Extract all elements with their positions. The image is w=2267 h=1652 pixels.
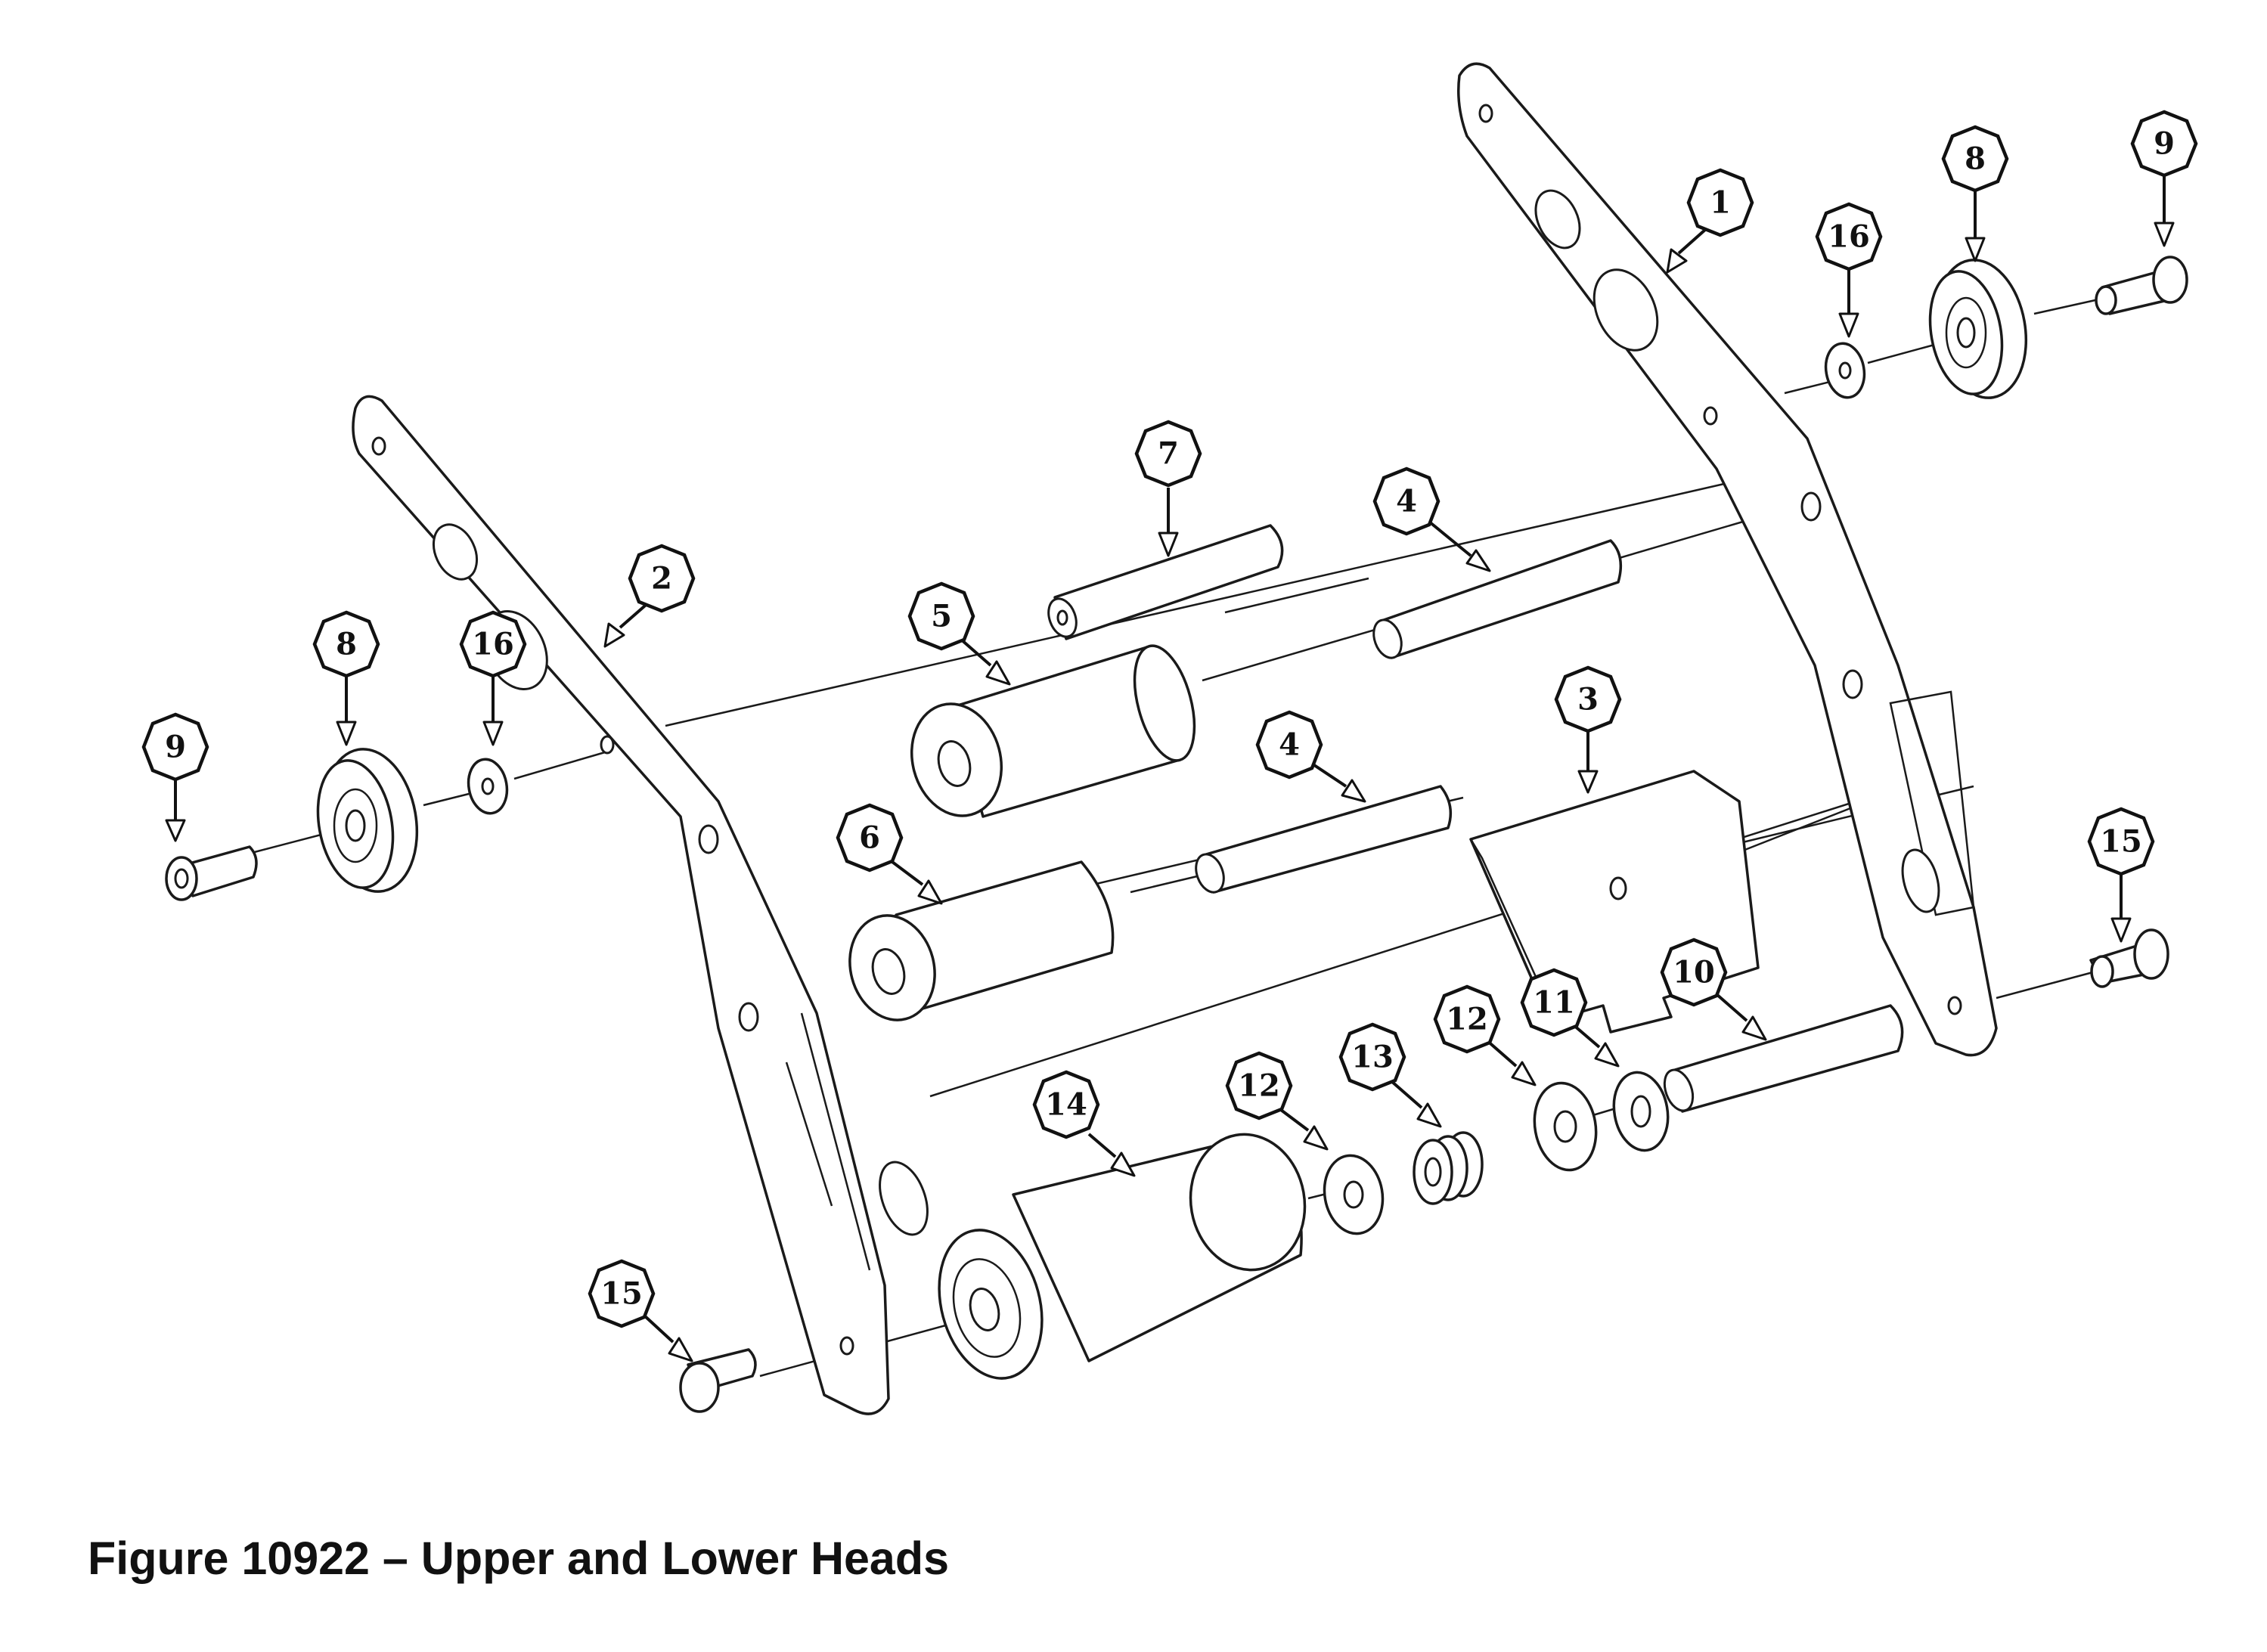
callout-9-left: 9 (141, 712, 209, 842)
callout-8-left: 8 (312, 610, 380, 746)
callout-11: 11 (1520, 968, 1620, 1068)
callout-label-13: 13 (1351, 1040, 1394, 1075)
assembly-axis-lines (245, 297, 2110, 1378)
figure-caption: Figure 10922 – Upper and Lower Heads (88, 1533, 950, 1584)
roller-6 (848, 860, 1115, 1021)
callout-14: 14 (1032, 1070, 1136, 1177)
callout-label-16-left: 16 (472, 627, 514, 662)
shaft-4-lower (1195, 785, 1453, 894)
callout-label-15-right: 15 (2100, 824, 2142, 860)
bolt-9-left (165, 845, 258, 901)
callout-13: 13 (1338, 1022, 1442, 1128)
callouts: 1 2 3 4 4 (141, 110, 2198, 1362)
callout-label-11: 11 (1533, 985, 1575, 1021)
callout-7: 7 (1134, 420, 1202, 557)
callout-label-8-right: 8 (1965, 141, 1986, 177)
callout-3: 3 (1554, 665, 1622, 794)
shaft-10 (1663, 1004, 1904, 1113)
callout-4-lower: 4 (1255, 710, 1366, 803)
callout-8-right: 8 (1941, 125, 2009, 262)
callout-2: 2 (603, 544, 696, 648)
callout-label-8-left: 8 (336, 627, 357, 662)
callout-label-14: 14 (1045, 1087, 1087, 1123)
callout-label-5: 5 (931, 599, 952, 634)
callout-16-left: 16 (459, 610, 527, 746)
spring-13 (1413, 1131, 1484, 1205)
shaft-4-upper (1372, 539, 1623, 659)
callout-label-7: 7 (1158, 436, 1179, 472)
side-plate-right (1457, 62, 1998, 1057)
callout-12-left: 12 (1225, 1051, 1329, 1151)
callout-16-right: 16 (1815, 202, 1883, 338)
callout-label-4-lower: 4 (1279, 727, 1300, 763)
washer-12-left (1323, 1154, 1385, 1235)
callout-label-6: 6 (859, 820, 880, 856)
callout-label-9-left: 9 (165, 730, 186, 765)
callout-label-12-left: 12 (1238, 1068, 1280, 1104)
callout-label-2: 2 (651, 561, 672, 597)
callout-label-15-left: 15 (600, 1276, 643, 1312)
callout-10: 10 (1660, 938, 1767, 1041)
washer-16-left (467, 758, 509, 815)
callout-4-upper: 4 (1372, 466, 1491, 572)
callout-6: 6 (836, 803, 943, 905)
callout-1: 1 (1666, 168, 1754, 274)
washer-11 (1612, 1071, 1670, 1152)
callout-label-1: 1 (1710, 185, 1731, 221)
callout-15-left: 15 (588, 1259, 693, 1362)
callout-12-right: 12 (1433, 984, 1537, 1086)
callout-label-3: 3 (1577, 682, 1599, 718)
side-plate-left (352, 395, 929, 1415)
washer-16-right (1824, 342, 1866, 399)
callout-label-16-right: 16 (1828, 219, 1870, 255)
roller-14 (938, 1133, 1307, 1380)
pin-15-right (2089, 928, 2169, 988)
roller-5 (910, 644, 1196, 818)
callout-5: 5 (907, 581, 1011, 686)
callout-9-right: 9 (2130, 110, 2198, 247)
callout-label-10: 10 (1673, 955, 1715, 990)
washer-12-right (1533, 1081, 1598, 1172)
callout-label-4-upper: 4 (1396, 484, 1417, 519)
bolt-9-right (2095, 256, 2188, 315)
callout-label-12-right: 12 (1446, 1002, 1488, 1037)
callout-15-right: 15 (2087, 807, 2155, 943)
pin-15-left (679, 1348, 757, 1413)
bearing-8-right (1928, 259, 2028, 399)
shaft-7 (1047, 524, 1284, 640)
callout-label-9-right: 9 (2154, 126, 2175, 162)
bearing-8-left (316, 748, 419, 893)
